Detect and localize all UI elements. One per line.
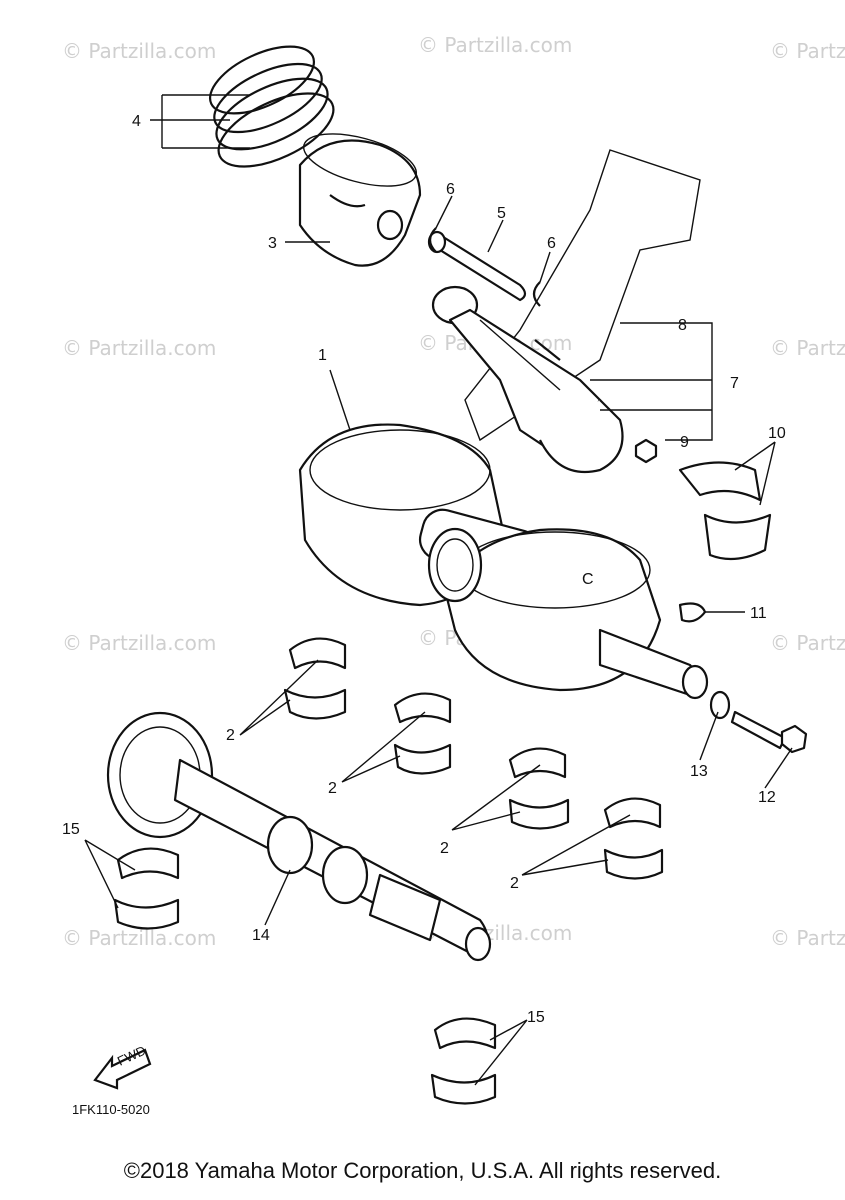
callout-3: 3 bbox=[268, 235, 277, 252]
watermark-text: © Partzilla.com bbox=[770, 39, 845, 63]
crank-bolt[interactable] bbox=[730, 710, 808, 754]
callout-11: 11 bbox=[750, 605, 767, 622]
crank-washer[interactable] bbox=[709, 690, 731, 720]
watermark-text: © Partzilla.com bbox=[62, 336, 216, 360]
watermark-text: © Partzilla.com bbox=[62, 926, 216, 950]
main-bearing-pair[interactable] bbox=[283, 637, 347, 720]
main-bearing-pair[interactable] bbox=[508, 747, 570, 830]
callout-2: 2 bbox=[440, 840, 449, 857]
diagram-code: 1FK110-5020 bbox=[72, 1102, 150, 1117]
callout-7: 7 bbox=[730, 375, 739, 392]
callout-12: 12 bbox=[758, 789, 776, 806]
callout-14: 14 bbox=[252, 927, 270, 944]
callout-1: 1 bbox=[318, 347, 327, 364]
balancer-bearing-pair[interactable] bbox=[430, 1017, 497, 1105]
callout-2: 2 bbox=[226, 727, 235, 744]
callout-9: 9 bbox=[680, 434, 689, 451]
watermark-text: © Partzilla.com bbox=[770, 336, 845, 360]
callout-15: 15 bbox=[527, 1009, 545, 1026]
callout-4: 4 bbox=[132, 113, 141, 130]
watermark-text: © Partzilla.com bbox=[62, 631, 216, 655]
main-bearing-pair[interactable] bbox=[603, 797, 664, 880]
rod-bolt[interactable] bbox=[534, 339, 561, 361]
watermark-text: © Partzilla.com bbox=[770, 926, 845, 950]
watermark-text: © Partzilla.com bbox=[62, 39, 216, 63]
crank-mark-c: C bbox=[582, 571, 594, 588]
big-end-bearing[interactable] bbox=[678, 461, 772, 561]
callout-2: 2 bbox=[328, 780, 337, 797]
callout-6: 6 bbox=[446, 181, 455, 198]
callouts: 4 3 6 5 6 1 8 7 9 10 11 13 12 2 2 2 2 14… bbox=[62, 113, 786, 1026]
piston-pin-clip[interactable] bbox=[532, 281, 541, 307]
balancer-shaft[interactable] bbox=[106, 711, 492, 962]
crank-gear[interactable] bbox=[427, 527, 483, 603]
callout-8: 8 bbox=[678, 317, 687, 334]
main-bearing-pair[interactable] bbox=[393, 692, 452, 775]
copyright-notice: ©2018 Yamaha Motor Corporation, U.S.A. A… bbox=[123, 1158, 722, 1183]
callout-5: 5 bbox=[497, 205, 506, 222]
crankshaft[interactable]: C bbox=[298, 423, 709, 700]
fwd-label: FWD bbox=[115, 1043, 148, 1069]
woodruff-key[interactable] bbox=[678, 602, 707, 623]
balancer-bearing-pair[interactable] bbox=[113, 847, 180, 930]
callout-2: 2 bbox=[510, 875, 519, 892]
fwd-arrow-icon: FWD bbox=[93, 1043, 152, 1090]
callout-13: 13 bbox=[690, 763, 708, 780]
piston-pin-clip[interactable] bbox=[428, 227, 437, 253]
watermark-text: © Partzilla.com bbox=[770, 631, 845, 655]
rod-nut[interactable] bbox=[634, 438, 658, 464]
watermark-text: © Partzilla.com bbox=[418, 33, 572, 57]
connecting-rod[interactable] bbox=[431, 285, 624, 474]
callout-15: 15 bbox=[62, 821, 80, 838]
piston[interactable] bbox=[298, 124, 422, 267]
callout-10: 10 bbox=[768, 425, 786, 442]
leader-lines bbox=[84, 94, 793, 1086]
callout-6: 6 bbox=[547, 235, 556, 252]
piston-rings[interactable] bbox=[200, 33, 344, 182]
